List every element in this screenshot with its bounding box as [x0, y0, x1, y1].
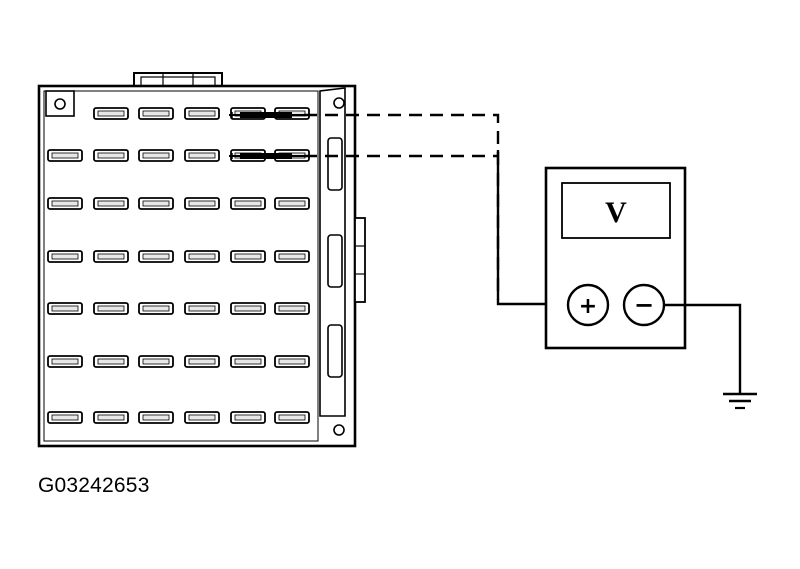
fuse-slot-contact [142, 152, 170, 159]
mounting-hole [333, 97, 345, 109]
fuse-slot-contact [97, 358, 125, 365]
fuse-slot-contact [188, 414, 216, 421]
fuse-box [37, 72, 366, 448]
fuse-slot-contact [97, 200, 125, 207]
fuse-slot-contact [188, 305, 216, 312]
voltmeter-display [561, 182, 671, 239]
fuse-slot-contact [188, 110, 216, 117]
voltmeter: V + − [544, 166, 687, 350]
fuse-slot-contact [51, 305, 79, 312]
probe-tip-lower [229, 153, 304, 159]
ground-lead [664, 303, 742, 393]
fuse-slot-contact [142, 358, 170, 365]
voltmeter-display-label: V [605, 196, 627, 229]
fuse-slot-contact [188, 358, 216, 365]
positive-terminal-label: + [579, 294, 597, 319]
fuse-box-inner-panel [43, 90, 319, 442]
side-connector-slot [327, 137, 343, 191]
fuse-slot-contact [51, 200, 79, 207]
fuse-slot-contact [97, 414, 125, 421]
fuse-slot-contact [142, 305, 170, 312]
fuse-slot-contact [97, 253, 125, 260]
fuse-slot-contact [51, 253, 79, 260]
probe-tip-upper [229, 112, 304, 118]
fuse-slot-contact [278, 358, 306, 365]
fuse-slot-contact [234, 358, 262, 365]
fuse-slot-contact [97, 152, 125, 159]
ground-icon [723, 392, 757, 410]
fuse-slot-contact [188, 152, 216, 159]
fuse-slot-contact [142, 414, 170, 421]
fuse-slot-contact [142, 110, 170, 117]
fuse-slot-contact [51, 152, 79, 159]
fuse-slot-contact [234, 253, 262, 260]
side-connector-slot [327, 324, 343, 378]
mounting-hole [333, 424, 345, 436]
fuse-slot-grid [47, 107, 310, 424]
fuse-slot-contact [278, 200, 306, 207]
fuse-slot-contact [234, 305, 262, 312]
fuse-slot-contact [142, 200, 170, 207]
fuse-slot-contact [234, 414, 262, 421]
fuse-slot-contact [278, 305, 306, 312]
side-bracket [354, 217, 366, 303]
fuse-slot-contact [188, 253, 216, 260]
negative-terminal-label: − [634, 291, 654, 319]
fuse-slot-contact [97, 305, 125, 312]
fuse-slot-contact [51, 358, 79, 365]
fuse-slot-contact [278, 253, 306, 260]
fuse-slot-contact [142, 253, 170, 260]
figure-id: G03242653 [38, 474, 150, 497]
mounting-hole [54, 98, 66, 110]
fuse-slot-contact [188, 200, 216, 207]
fuse-slot-contact [234, 200, 262, 207]
probe-leads [229, 112, 568, 306]
positive-lead-wire [496, 150, 568, 306]
fuse-slot-contact [97, 110, 125, 117]
fuse-slot-contact [278, 414, 306, 421]
positive-terminal [566, 283, 610, 327]
fuse-slot-contact [51, 414, 79, 421]
side-connector-slot [327, 234, 343, 288]
